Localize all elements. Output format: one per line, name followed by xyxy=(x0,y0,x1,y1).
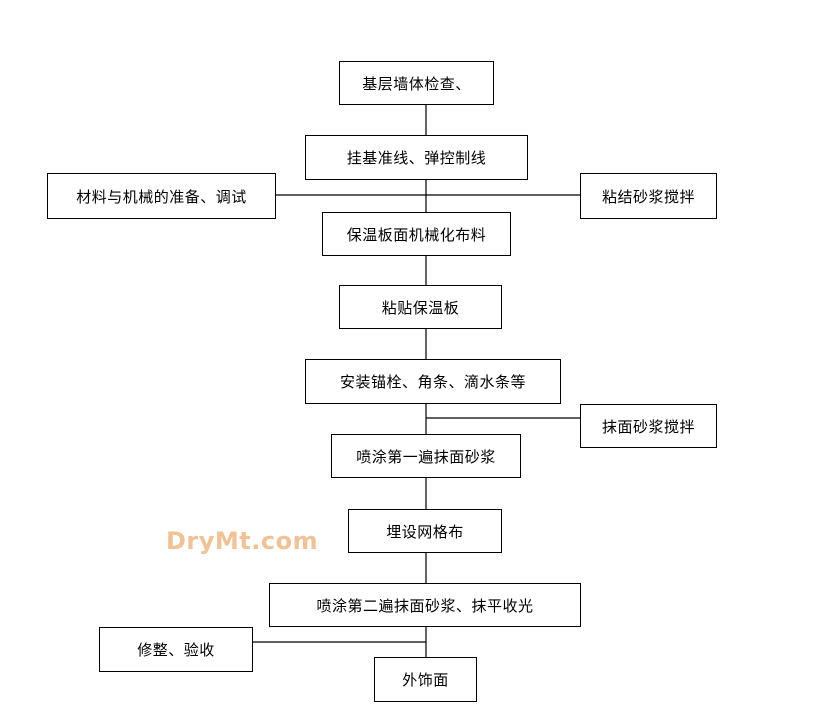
side-adhesive-mortar: 粘结砂浆搅拌 xyxy=(580,173,717,219)
side-plaster-mortar: 抹面砂浆搅拌 xyxy=(580,404,717,448)
side-materials-machinery: 材料与机械的准备、调试 xyxy=(47,173,276,219)
step-mechanized-spreading: 保温板面机械化布料 xyxy=(322,212,511,256)
step-second-plaster-coat: 喷涂第二遍抹面砂浆、抹平收光 xyxy=(269,583,581,627)
watermark: DryMt.com xyxy=(166,527,319,555)
step-exterior-finish: 外饰面 xyxy=(374,657,477,702)
step-bond-insulation-board: 粘贴保温板 xyxy=(339,285,502,329)
step-wall-inspection: 基层墙体检查、 xyxy=(339,61,494,105)
step-install-anchors: 安装锚栓、角条、滴水条等 xyxy=(305,359,561,404)
step-embed-mesh: 埋设网格布 xyxy=(348,509,502,553)
step-first-plaster-coat: 喷涂第一遍抹面砂浆 xyxy=(331,434,521,478)
side-trim-acceptance: 修整、验收 xyxy=(99,627,253,672)
step-baseline: 挂基准线、弹控制线 xyxy=(305,135,528,180)
